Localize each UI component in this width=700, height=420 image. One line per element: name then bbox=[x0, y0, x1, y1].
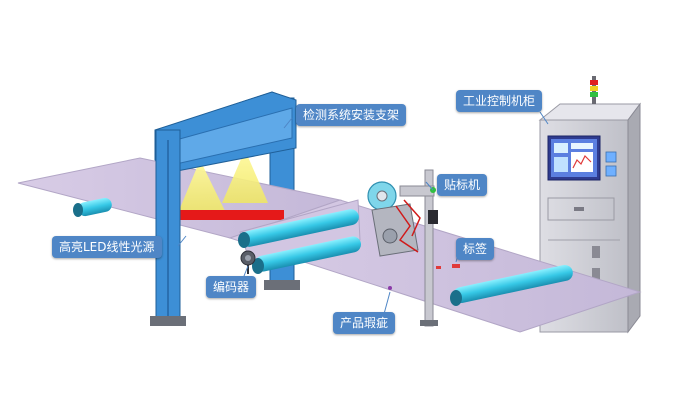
label-light: 高亮LED线性光源 bbox=[52, 236, 162, 258]
defect-mark bbox=[388, 286, 392, 290]
label-cabinet: 工业控制机柜 bbox=[456, 90, 543, 112]
inspection-frame-front bbox=[150, 91, 297, 326]
label-label: 标签 bbox=[456, 238, 495, 260]
encoder-device bbox=[240, 250, 256, 274]
roller-right bbox=[450, 264, 573, 306]
label-frame: 检测系统安装支架 bbox=[296, 104, 407, 126]
roller-center-a bbox=[238, 209, 359, 248]
labeler-machine bbox=[367, 169, 438, 327]
label-defect: 产品瑕疵 bbox=[333, 312, 396, 334]
label-encoder: 编码器 bbox=[206, 276, 257, 298]
label-mark-2 bbox=[436, 266, 441, 269]
label-labeler: 贴标机 bbox=[437, 174, 488, 196]
light-beams bbox=[176, 150, 284, 220]
roller-left bbox=[73, 197, 112, 217]
label-mark bbox=[452, 264, 460, 268]
led-light-bar bbox=[176, 210, 284, 220]
roller-center-b bbox=[252, 236, 361, 274]
